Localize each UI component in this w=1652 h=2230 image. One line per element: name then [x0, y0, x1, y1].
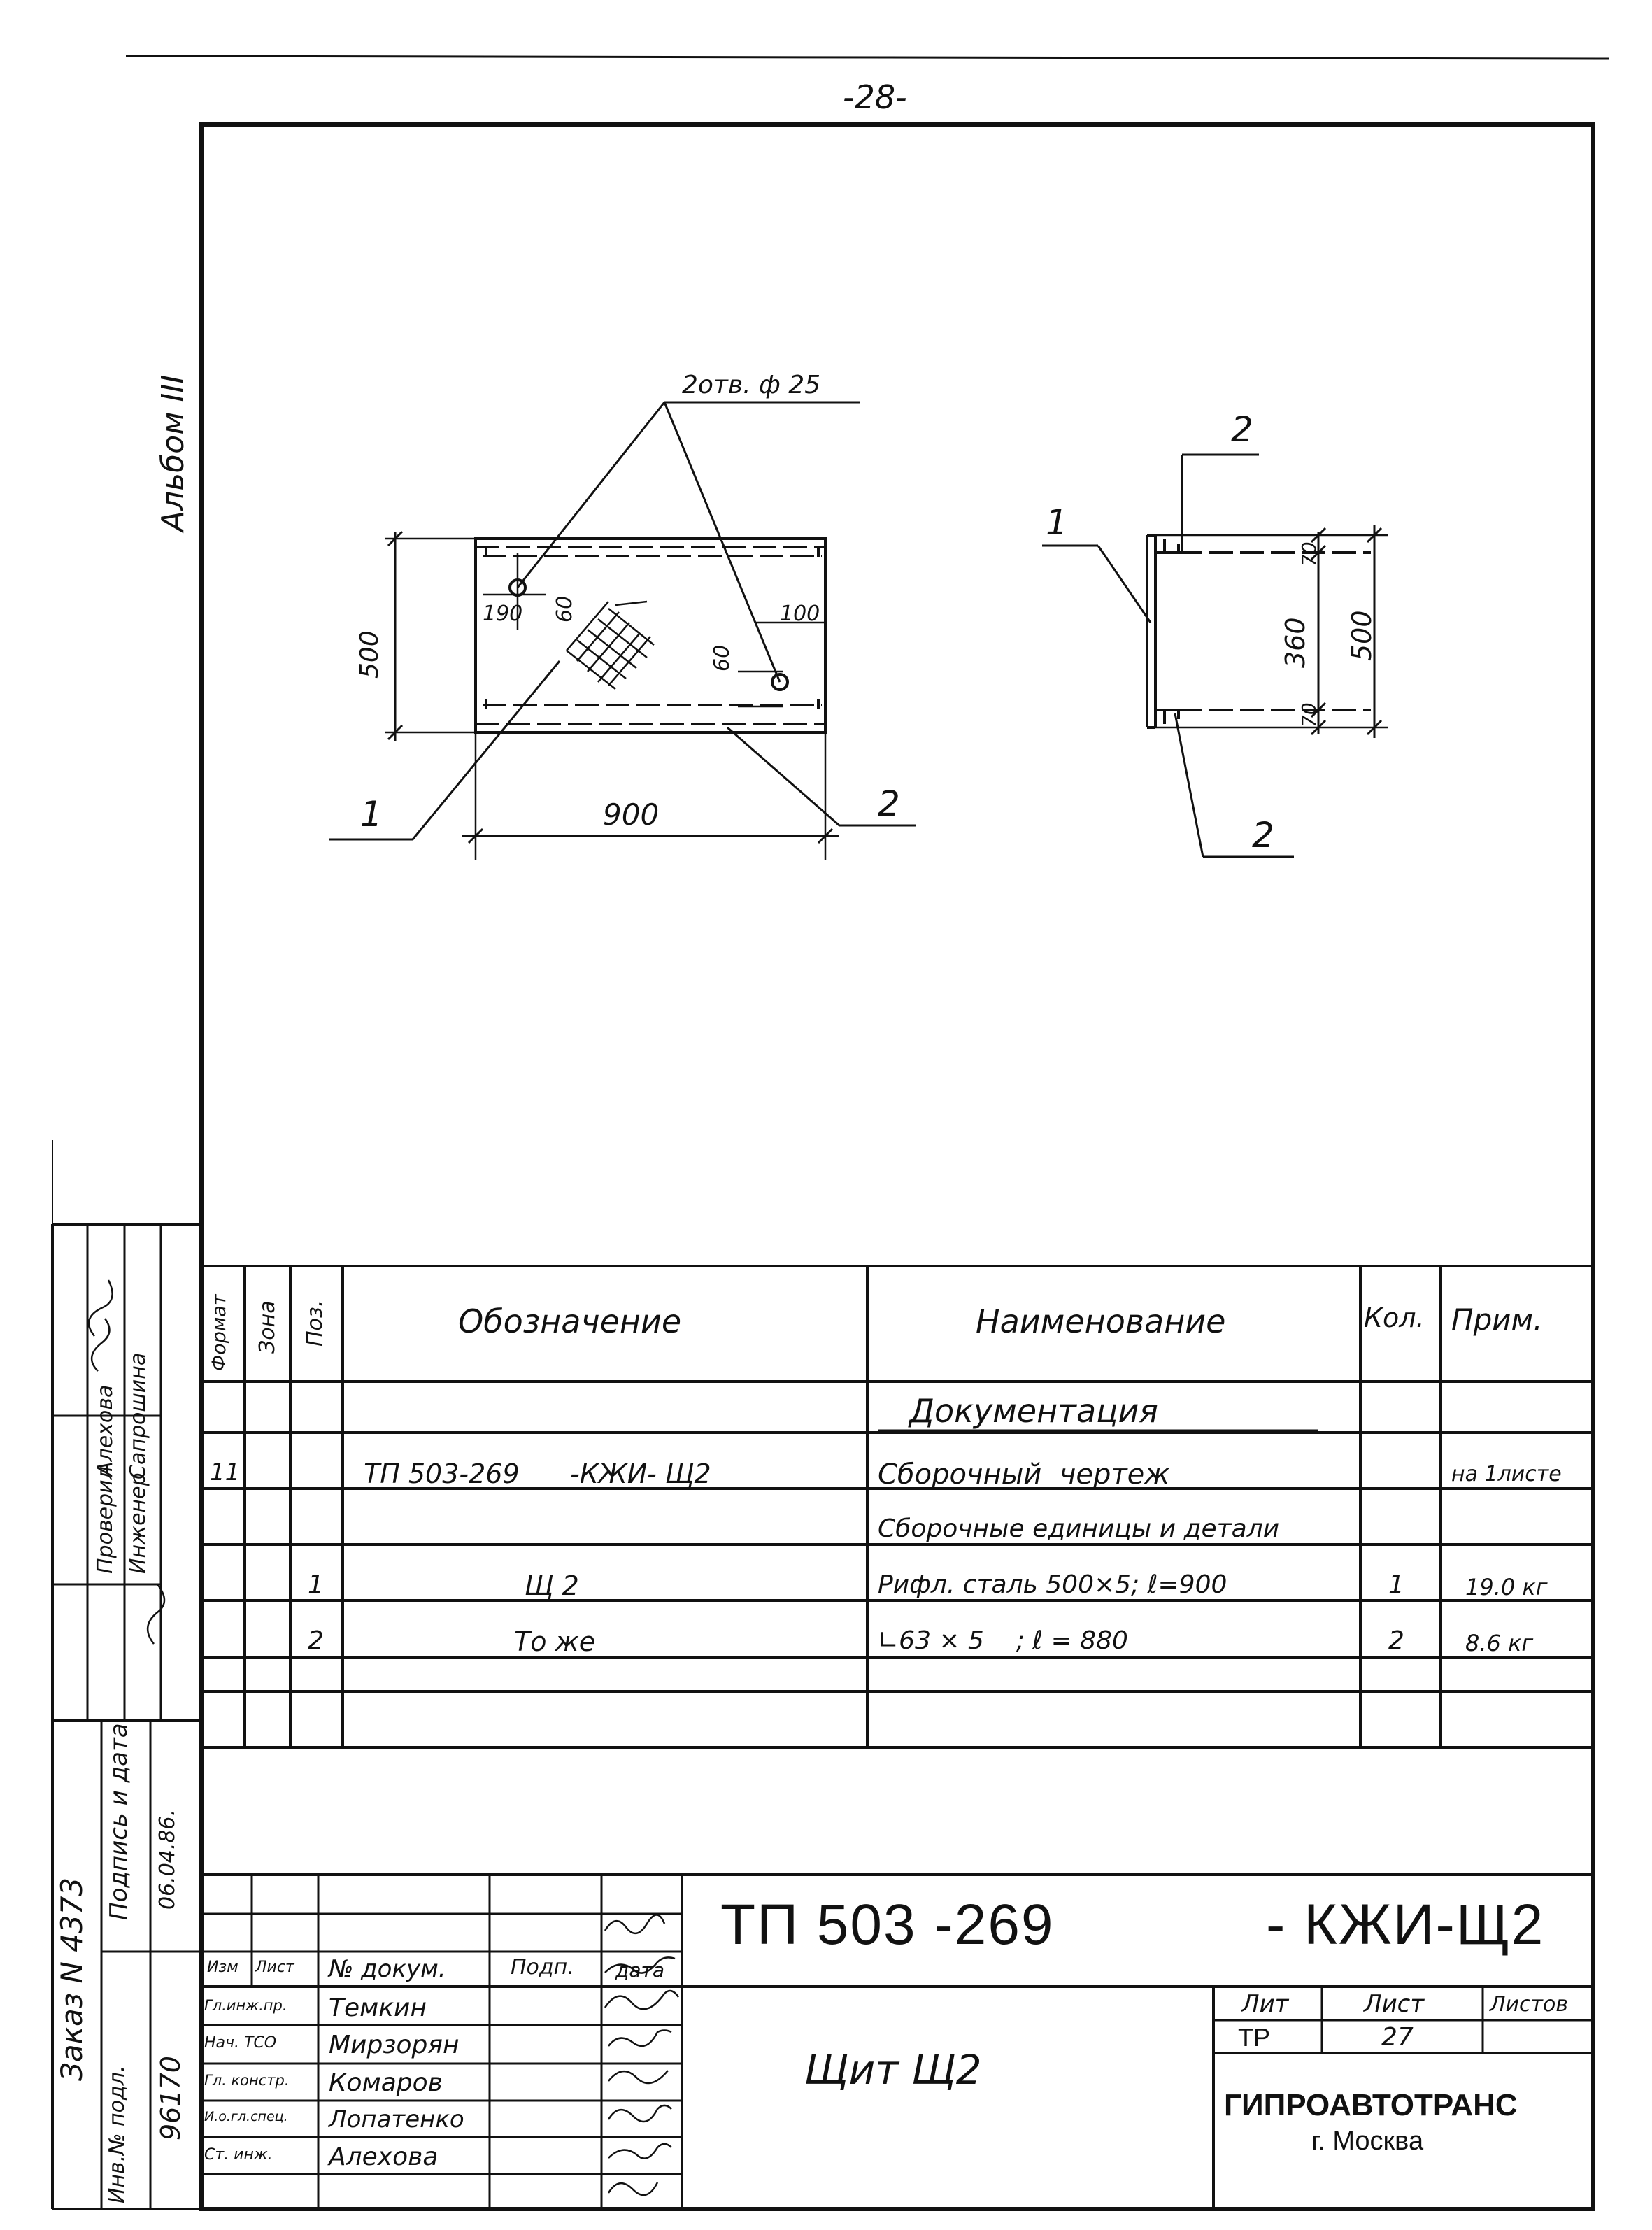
strip-engineer: Инженер	[126, 1472, 150, 1574]
row-designation: Щ 2	[525, 1570, 579, 1601]
row-pos: 2	[308, 1626, 324, 1655]
header-name: Наименование	[976, 1302, 1226, 1340]
col-izm: Изм	[207, 1959, 238, 1976]
strip-sign-date-label: Подпись и дата	[105, 1723, 133, 1920]
row-name: Сборочный чертеж	[878, 1458, 1170, 1491]
hole-note: 2отв. ф 25	[682, 371, 821, 399]
page-number: -28-	[843, 78, 907, 116]
checker-plate-hatch	[566, 600, 655, 690]
row-section-assemblies: Сборочные единицы и детали	[878, 1514, 1280, 1543]
signature-scribbles	[87, 1279, 680, 2196]
left-strip-grid	[51, 1140, 201, 2210]
row-format: 11	[210, 1458, 241, 1486]
header-designation: Обозначение	[458, 1302, 682, 1340]
row-qty: 2	[1388, 1626, 1404, 1655]
header-zone: Зона	[255, 1300, 280, 1354]
organization-name: ГИПРОАВТОТРАНС	[1224, 2088, 1518, 2122]
side-view	[1042, 453, 1388, 858]
row-designation: То же	[514, 1626, 596, 1657]
row-qty: 1	[1388, 1570, 1404, 1599]
front-dim-width: 900	[603, 797, 660, 832]
header-qty: Кол.	[1364, 1302, 1425, 1333]
role-name: Алехова	[329, 2143, 439, 2171]
row-note: на 1листе	[1451, 1462, 1562, 1486]
strip-inv-value: 96170	[155, 2056, 186, 2140]
header-format: Формат	[208, 1294, 230, 1371]
front-view	[329, 401, 916, 860]
row-section-documentation: Документация	[909, 1392, 1159, 1430]
organization-city: г. Москва	[1311, 2126, 1424, 2156]
front-callout-1: 1	[360, 794, 383, 835]
col-list: Лист	[255, 1959, 294, 1976]
strip-order: Заказ N 4373	[55, 1877, 89, 2081]
sheet-frame	[199, 122, 1595, 2211]
col-doc: № докум.	[329, 1955, 446, 1983]
front-dim-190: 190	[483, 602, 523, 626]
sheet-value: 27	[1381, 2023, 1414, 2052]
col-date: дата	[615, 1959, 664, 1982]
front-dim-60b: 60	[710, 644, 734, 672]
role-label: Ст. инж.	[204, 2146, 273, 2164]
sheet-title: Щит Щ2	[804, 2046, 982, 2094]
album-label: Альбом III	[155, 374, 191, 532]
strip-inv-label: Инв.№ подл.	[105, 2065, 129, 2203]
role-label: Нач. ТСО	[204, 2034, 277, 2052]
role-label: Гл.инж.пр.	[204, 1997, 287, 2014]
row-note: 8.6 кг	[1465, 1630, 1534, 1656]
front-callout-2: 2	[878, 783, 900, 824]
title-block-grid	[201, 1873, 1593, 2209]
front-dim-100: 100	[780, 602, 820, 626]
front-dim-height: 500	[355, 630, 384, 679]
lit-value: ТР	[1238, 2023, 1271, 2052]
role-name: Комаров	[329, 2068, 443, 2097]
row-designation: ТП 503-269 -КЖИ- Щ2	[364, 1458, 711, 1489]
side-dim-70-top: 70	[1297, 541, 1320, 567]
row-note: 19.0 кг	[1465, 1574, 1548, 1600]
strip-sign-date-value: 06.04.86.	[155, 1809, 180, 1910]
lit-label: Лит	[1241, 1990, 1289, 2018]
role-name: Лопатенко	[329, 2105, 464, 2133]
side-callout-1: 1	[1046, 502, 1068, 543]
top-border-line	[125, 55, 1609, 60]
header-pos: Поз.	[303, 1300, 327, 1347]
row-pos: 1	[308, 1570, 324, 1599]
role-label: И.о.гл.спец.	[204, 2109, 288, 2124]
strip-name2: Алехова	[93, 1384, 118, 1476]
side-dim-70-bottom: 70	[1297, 702, 1320, 727]
document-code: ТП 503 -269	[720, 1893, 1055, 1956]
side-callout-2-bottom: 2	[1252, 815, 1274, 855]
col-sign: Подп.	[511, 1955, 574, 1980]
strip-checked: Проверил	[93, 1466, 118, 1574]
front-dim-60a: 60	[553, 595, 577, 623]
row-name: ∟63 × 5 ; ℓ = 880	[878, 1626, 1128, 1655]
role-name: Темкин	[329, 1994, 427, 2022]
row-name: Рифл. сталь 500×5; ℓ=900	[878, 1570, 1227, 1599]
role-name: Мирзорян	[329, 2031, 460, 2059]
spec-table-grid	[201, 1265, 1593, 1749]
header-note: Прим.	[1451, 1302, 1543, 1337]
side-dim-360: 360	[1280, 617, 1311, 668]
side-dim-500: 500	[1346, 610, 1377, 661]
strip-name1: Сапрошина	[126, 1352, 150, 1479]
sheets-label: Листов	[1490, 1992, 1569, 2017]
document-code-suffix: - КЖИ-Щ2	[1266, 1893, 1545, 1956]
role-label: Гл. констр.	[204, 2072, 290, 2089]
side-callout-2-top: 2	[1231, 409, 1253, 450]
sheet-label: Лист	[1364, 1990, 1425, 2018]
